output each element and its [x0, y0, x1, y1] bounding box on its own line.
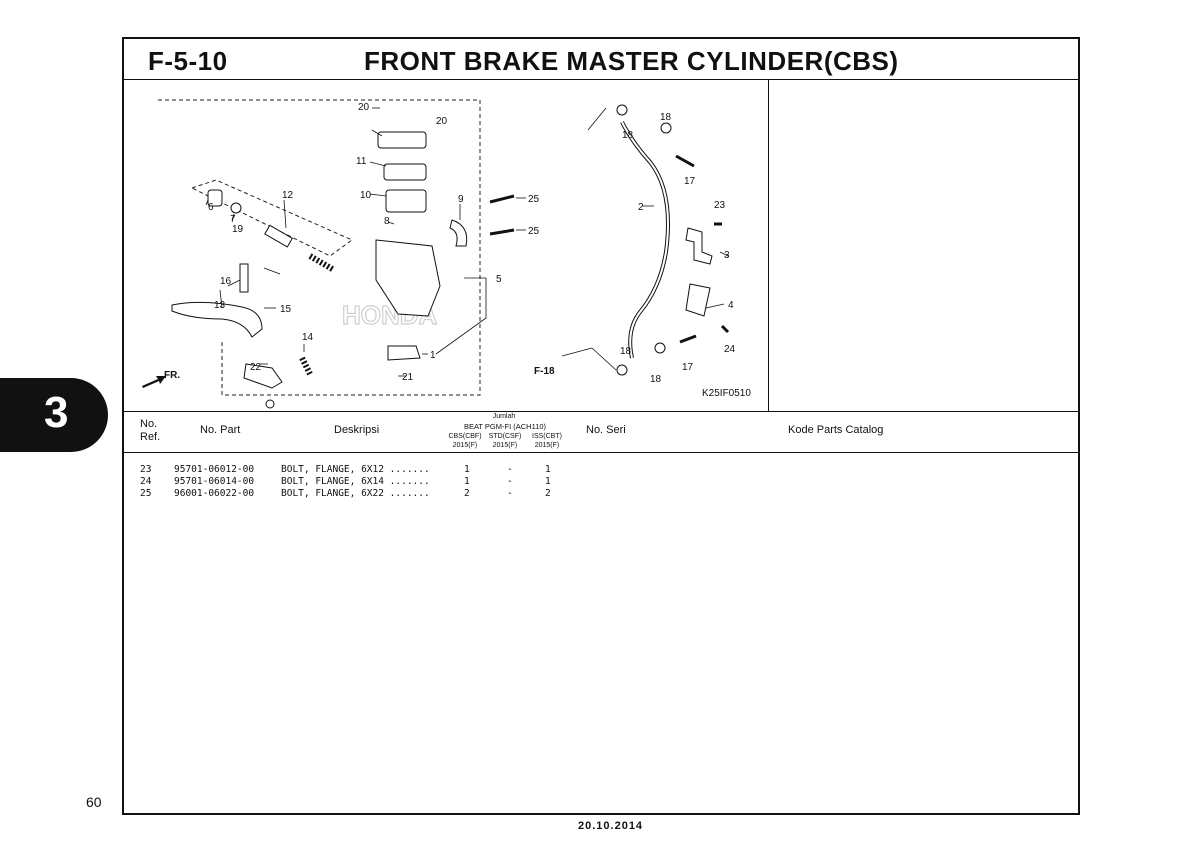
table-header: No. Ref. No. Part Deskripsi Jumlah BEAT … — [124, 411, 1078, 453]
callout-number: 17 — [684, 176, 696, 187]
callout-number: 2 — [638, 202, 644, 213]
title-bar: F-5-10 FRONT BRAKE MASTER CYLINDER(CBS) — [124, 39, 1078, 80]
callout-number: 21 — [402, 372, 414, 383]
callout-number: 18 — [622, 130, 634, 141]
part-plate — [383, 163, 427, 181]
part-pivot-bolt — [239, 263, 249, 293]
part-diaphragm — [385, 189, 427, 213]
cell-qty-cbs: 1 — [464, 464, 470, 475]
callout-number: 18 — [620, 346, 632, 357]
cell-qty-cbs: 1 — [464, 476, 470, 487]
cell-qty-std: - — [507, 488, 513, 499]
part-spring-14 — [299, 356, 313, 376]
part-reservoir-cap — [377, 131, 427, 149]
page-number: 60 — [86, 794, 102, 810]
section-title: FRONT BRAKE MASTER CYLINDER(CBS) — [364, 46, 899, 76]
cell-description: BOLT, FLANGE, 6X12 ....... — [281, 464, 430, 475]
header-variant-cbs: CBS(CBF) — [448, 433, 482, 440]
cell-part-number: 95701-06014-00 — [174, 476, 255, 487]
callout-number: 10 — [360, 190, 372, 201]
chapter-tab: 3 — [0, 378, 108, 452]
callout-number: 18 — [650, 374, 662, 385]
cell-qty-std: - — [507, 464, 513, 475]
callout-number: 22 — [250, 362, 262, 373]
exploded-view-drawing: HONDA — [142, 99, 751, 409]
cell-description: BOLT, FLANGE, 6X14 ....... — [281, 476, 430, 487]
cell-qty-iss: 2 — [545, 488, 551, 499]
callout-number: 3 — [724, 250, 730, 261]
part-bracket — [243, 363, 283, 389]
chapter-tab-number: 3 — [44, 388, 69, 437]
catalog-page-frame: F-5-10 FRONT BRAKE MASTER CYLINDER(CBS) … — [122, 37, 1080, 815]
part-spring — [308, 253, 336, 273]
table-row: 23 95701-06012-00 BOLT, FLANGE, 6X12 ...… — [124, 464, 1078, 476]
part-hose-guide — [685, 283, 711, 317]
header-jumlah: Jumlah — [492, 413, 516, 420]
header-model: BEAT PGM-FI (ACH110) — [463, 422, 547, 431]
part-hose-clamp — [685, 227, 713, 265]
table-row: 24 95701-06014-00 BOLT, FLANGE, 6X14 ...… — [124, 476, 1078, 488]
cell-ref: 23 — [140, 464, 152, 475]
diagram-code: K25IF0510 — [702, 388, 751, 399]
cell-qty-std: - — [507, 476, 513, 487]
callout-number: 5 — [496, 274, 502, 285]
header-ref: Ref. — [140, 431, 161, 443]
cell-qty-iss: 1 — [545, 464, 551, 475]
part-piston — [264, 224, 294, 248]
header-variant-iss: ISS(CBT) — [532, 433, 562, 440]
cell-description: BOLT, FLANGE, 6X22 ....... — [281, 488, 430, 499]
callout-number: 12 — [282, 190, 294, 201]
callout-number: 19 — [232, 224, 244, 235]
header-kode: Kode Parts Catalog — [788, 424, 884, 436]
parts-diagram: HONDA — [124, 80, 769, 411]
cross-reference-label: F-18 — [534, 366, 555, 377]
part-switch — [387, 345, 421, 361]
cell-qty-iss: 1 — [545, 476, 551, 487]
header-year-2: 2015(F) — [492, 442, 518, 449]
callout-number: 20 — [358, 102, 370, 113]
callout-number: 18 — [660, 112, 672, 123]
callout-number: 14 — [302, 332, 314, 343]
part-washer — [230, 202, 242, 214]
callout-number: 6 — [208, 202, 214, 213]
callout-number: 8 — [384, 216, 390, 227]
callout-number: 25 — [528, 226, 540, 237]
cell-ref: 24 — [140, 476, 152, 487]
callout-number: 20 — [436, 116, 448, 127]
header-no: No. — [140, 418, 158, 430]
callout-number: 25 — [528, 194, 540, 205]
front-direction-label: FR. — [164, 370, 180, 381]
header-variant-std: STD(CSF) — [488, 433, 522, 440]
header-deskripsi: Deskripsi — [334, 424, 380, 436]
table-row: 25 96001-06022-00 BOLT, FLANGE, 6X22 ...… — [124, 488, 1078, 500]
callout-number: 15 — [280, 304, 292, 315]
callout-number: 17 — [682, 362, 694, 373]
parts-table-body: 23 95701-06012-00 BOLT, FLANGE, 6X12 ...… — [124, 464, 1078, 500]
callout-number: 11 — [356, 156, 367, 167]
callout-number: 24 — [724, 344, 736, 355]
cell-part-number: 95701-06012-00 — [174, 464, 255, 475]
callout-number: 9 — [458, 194, 464, 205]
callout-number: 13 — [214, 300, 226, 311]
part-boot — [207, 189, 223, 207]
footer-date: 20.10.2014 — [578, 820, 644, 832]
header-no-part: No. Part — [200, 424, 241, 436]
cell-ref: 25 — [140, 488, 152, 499]
header-year-1: 2015(F) — [452, 442, 478, 449]
header-no-seri: No. Seri — [586, 424, 626, 436]
callout-number: 4 — [728, 300, 734, 311]
part-master-cylinder-body — [375, 239, 441, 317]
header-year-3: 2015(F) — [534, 442, 560, 449]
part-holder — [449, 219, 468, 247]
callout-number: 7 — [230, 214, 236, 225]
callout-number: 23 — [714, 200, 726, 211]
section-code: F-5-10 — [148, 46, 228, 76]
part-brake-lever — [171, 301, 263, 338]
cell-qty-cbs: 2 — [464, 488, 470, 499]
cell-part-number: 96001-06022-00 — [174, 488, 255, 499]
callout-number: 1 — [430, 350, 436, 361]
callout-number: 16 — [220, 276, 232, 287]
front-direction-arrow-icon — [142, 376, 166, 388]
